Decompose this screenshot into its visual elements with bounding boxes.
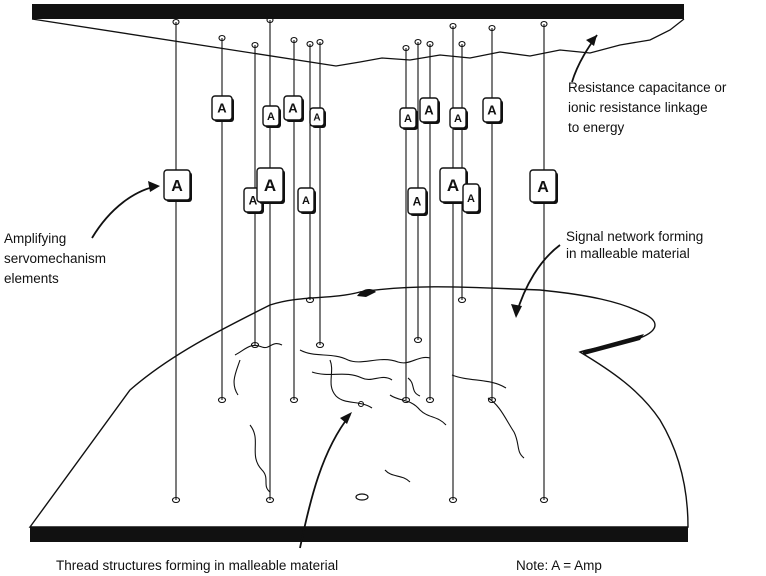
amp-box-4 (283, 95, 303, 121)
amp-box-7 (256, 167, 284, 203)
amp-label-4: A (288, 101, 298, 116)
thread-10 (451, 374, 507, 389)
resistance-label-line2: ionic resistance linkage (568, 100, 708, 115)
wire-bottom-terminal-11 (448, 496, 458, 504)
wire-bottom-terminal-6 (305, 296, 315, 304)
amp-label-9: A (404, 113, 412, 125)
bottom-electrode-bar (30, 527, 688, 542)
amp-box-3 (262, 105, 280, 127)
wire-top-terminal-1 (172, 18, 180, 26)
wire-top-terminal-3 (251, 41, 259, 49)
top-electrode-bar (32, 4, 684, 19)
wire-bottom-terminal-13 (487, 396, 497, 404)
thread-structures-arrow (299, 414, 351, 549)
amp-box-11 (449, 107, 467, 129)
note-label: Note: A = Amp (516, 558, 602, 573)
wire-bottom-terminal-4 (265, 496, 275, 504)
thread-6 (389, 394, 447, 426)
wire-top-terminal-12 (458, 40, 466, 48)
top-sheet-edge (31, 18, 685, 67)
signal-network-arrow (515, 244, 561, 316)
amplifying-label-line3: elements (4, 271, 59, 286)
amp-label-8: A (302, 195, 310, 207)
wire-bottom-terminal-5 (289, 396, 299, 404)
amp-label-7: A (264, 176, 276, 195)
thread-1 (234, 343, 283, 356)
sheet-fold (582, 334, 644, 355)
wire-bottom-terminal-7 (315, 341, 325, 349)
resistance-label-line1: Resistance capacitance or (568, 80, 727, 95)
amp-box-9 (399, 107, 417, 129)
wire-top-terminal-9 (414, 38, 422, 46)
wire-bottom-terminal-10 (425, 396, 435, 404)
amp-box-16 (529, 169, 557, 203)
amp-label-13: A (413, 194, 422, 208)
amp-label-5: A (313, 113, 320, 124)
arrow-heads (148, 35, 597, 424)
wire-bottom-terminal-2 (217, 396, 227, 404)
signal-network-label-line1: Signal network forming (566, 229, 703, 244)
amp-label-15: A (467, 193, 475, 205)
wire-top-terminal-6 (306, 40, 314, 48)
amp-box-2 (211, 95, 233, 121)
wire-bottom-terminal-9 (413, 336, 423, 344)
wire-top-terminal-8 (402, 44, 410, 52)
wire-bottom-terminal-1 (171, 496, 181, 504)
amp-box-1 (163, 169, 191, 201)
thread-4 (311, 371, 393, 381)
amplifying-arrow (91, 185, 159, 239)
amp-box-15 (462, 183, 480, 213)
wire-bottom-terminal-14 (539, 496, 549, 504)
amp-label-12: A (487, 103, 497, 118)
amp-label-3: A (267, 111, 275, 123)
thread-7 (407, 377, 421, 397)
wire-top-terminal-14 (540, 20, 548, 28)
thread-8 (249, 424, 271, 493)
amp-label-6: A (249, 193, 258, 207)
wire-top-terminal-5 (290, 36, 298, 44)
wire-bottom-terminal-8 (401, 396, 411, 404)
wire-top-terminal-13 (488, 24, 496, 32)
amp-box-10 (419, 97, 439, 123)
thread-node (357, 400, 365, 408)
wire-top-terminal-11 (449, 22, 457, 30)
amp-label-14: A (447, 176, 459, 195)
wire-top-terminal-4 (266, 16, 274, 24)
thread-2 (233, 359, 241, 396)
wire-bottom-terminal-3 (250, 341, 260, 349)
wire-top-terminal-7 (316, 38, 324, 46)
loose-node (355, 493, 369, 501)
wire-bottom-terminal-12 (457, 296, 467, 304)
amp-box-8 (297, 187, 315, 213)
pointer-arrows (91, 34, 598, 549)
amp-label-10: A (424, 103, 434, 118)
amp-box-12 (482, 97, 502, 123)
amp-label-1: A (171, 178, 183, 195)
amp-label-16: A (537, 179, 549, 196)
amplifying-label-line2: servomechanism (4, 251, 106, 266)
amp-label-2: A (217, 101, 227, 116)
amplifying-label-line1: Amplifying (4, 231, 66, 246)
malleable-material-sheet (28, 286, 689, 528)
thread-11 (384, 469, 411, 483)
amp-box-5 (309, 107, 325, 127)
amp-label-11: A (454, 113, 462, 125)
resistance-label-line3: to energy (568, 120, 625, 135)
electrode-wires (171, 16, 549, 504)
thread-3 (299, 349, 431, 364)
thread-network (233, 343, 525, 493)
wire-top-terminal-2 (218, 34, 226, 42)
thread-structures-label: Thread structures forming in malleable m… (56, 558, 338, 573)
signal-network-label-line2: in malleable material (566, 246, 690, 261)
wire-top-terminal-10 (426, 40, 434, 48)
thread-5 (329, 359, 373, 409)
sheet-curl (357, 288, 376, 297)
thread-9 (487, 397, 525, 459)
amp-box-13 (407, 187, 427, 215)
